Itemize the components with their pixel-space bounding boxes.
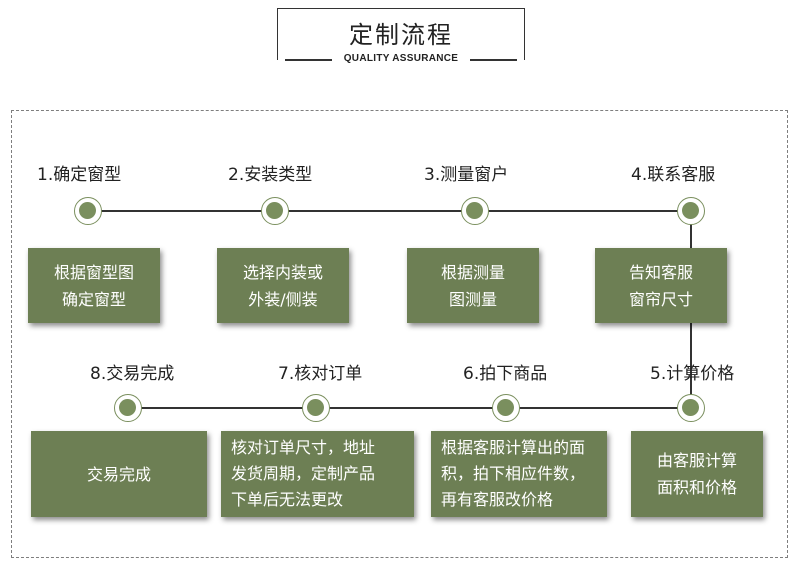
step-3-label: 3.测量窗户 — [424, 165, 509, 185]
step-3-node — [461, 197, 489, 225]
subtitle-line-left — [285, 59, 340, 61]
title-frame — [277, 8, 525, 60]
page-subtitle: QUALITY ASSURANCE — [332, 53, 470, 64]
step-6-box: 根据客服计算出的面 积，拍下相应件数， 再有客服改价格 — [431, 431, 607, 517]
step-8-node — [114, 394, 142, 422]
step-1-label: 1.确定窗型 — [37, 165, 122, 185]
step-2-box: 选择内装或 外装/侧装 — [217, 248, 349, 323]
step-7-label: 7.核对订单 — [278, 364, 363, 384]
step-6-node — [492, 394, 520, 422]
step-5-label: 5.计算价格 — [650, 364, 735, 384]
page-title: 定制流程 — [349, 21, 453, 49]
bottom-timeline — [128, 407, 692, 409]
step-2-label: 2.安装类型 — [228, 165, 313, 185]
subtitle-line-right — [462, 59, 517, 61]
step-8-label: 8.交易完成 — [90, 364, 175, 384]
step-5-node — [677, 394, 705, 422]
step-1-node — [74, 197, 102, 225]
step-3-box: 根据测量 图测量 — [407, 248, 539, 323]
step-5-box: 由客服计算 面积和价格 — [631, 431, 763, 517]
step-4-node — [677, 197, 705, 225]
step-4-box: 告知客服 窗帘尺寸 — [595, 248, 727, 323]
top-timeline — [88, 210, 690, 212]
step-7-box: 核对订单尺寸，地址 发货周期，定制产品 下单后无法更改 — [221, 431, 414, 517]
step-2-node — [261, 197, 289, 225]
step-1-box: 根据窗型图 确定窗型 — [28, 248, 160, 323]
step-7-node — [302, 394, 330, 422]
step-4-label: 4.联系客服 — [631, 165, 716, 185]
process-frame — [11, 110, 788, 558]
step-8-box: 交易完成 — [31, 431, 207, 517]
step-6-label: 6.拍下商品 — [463, 364, 548, 384]
